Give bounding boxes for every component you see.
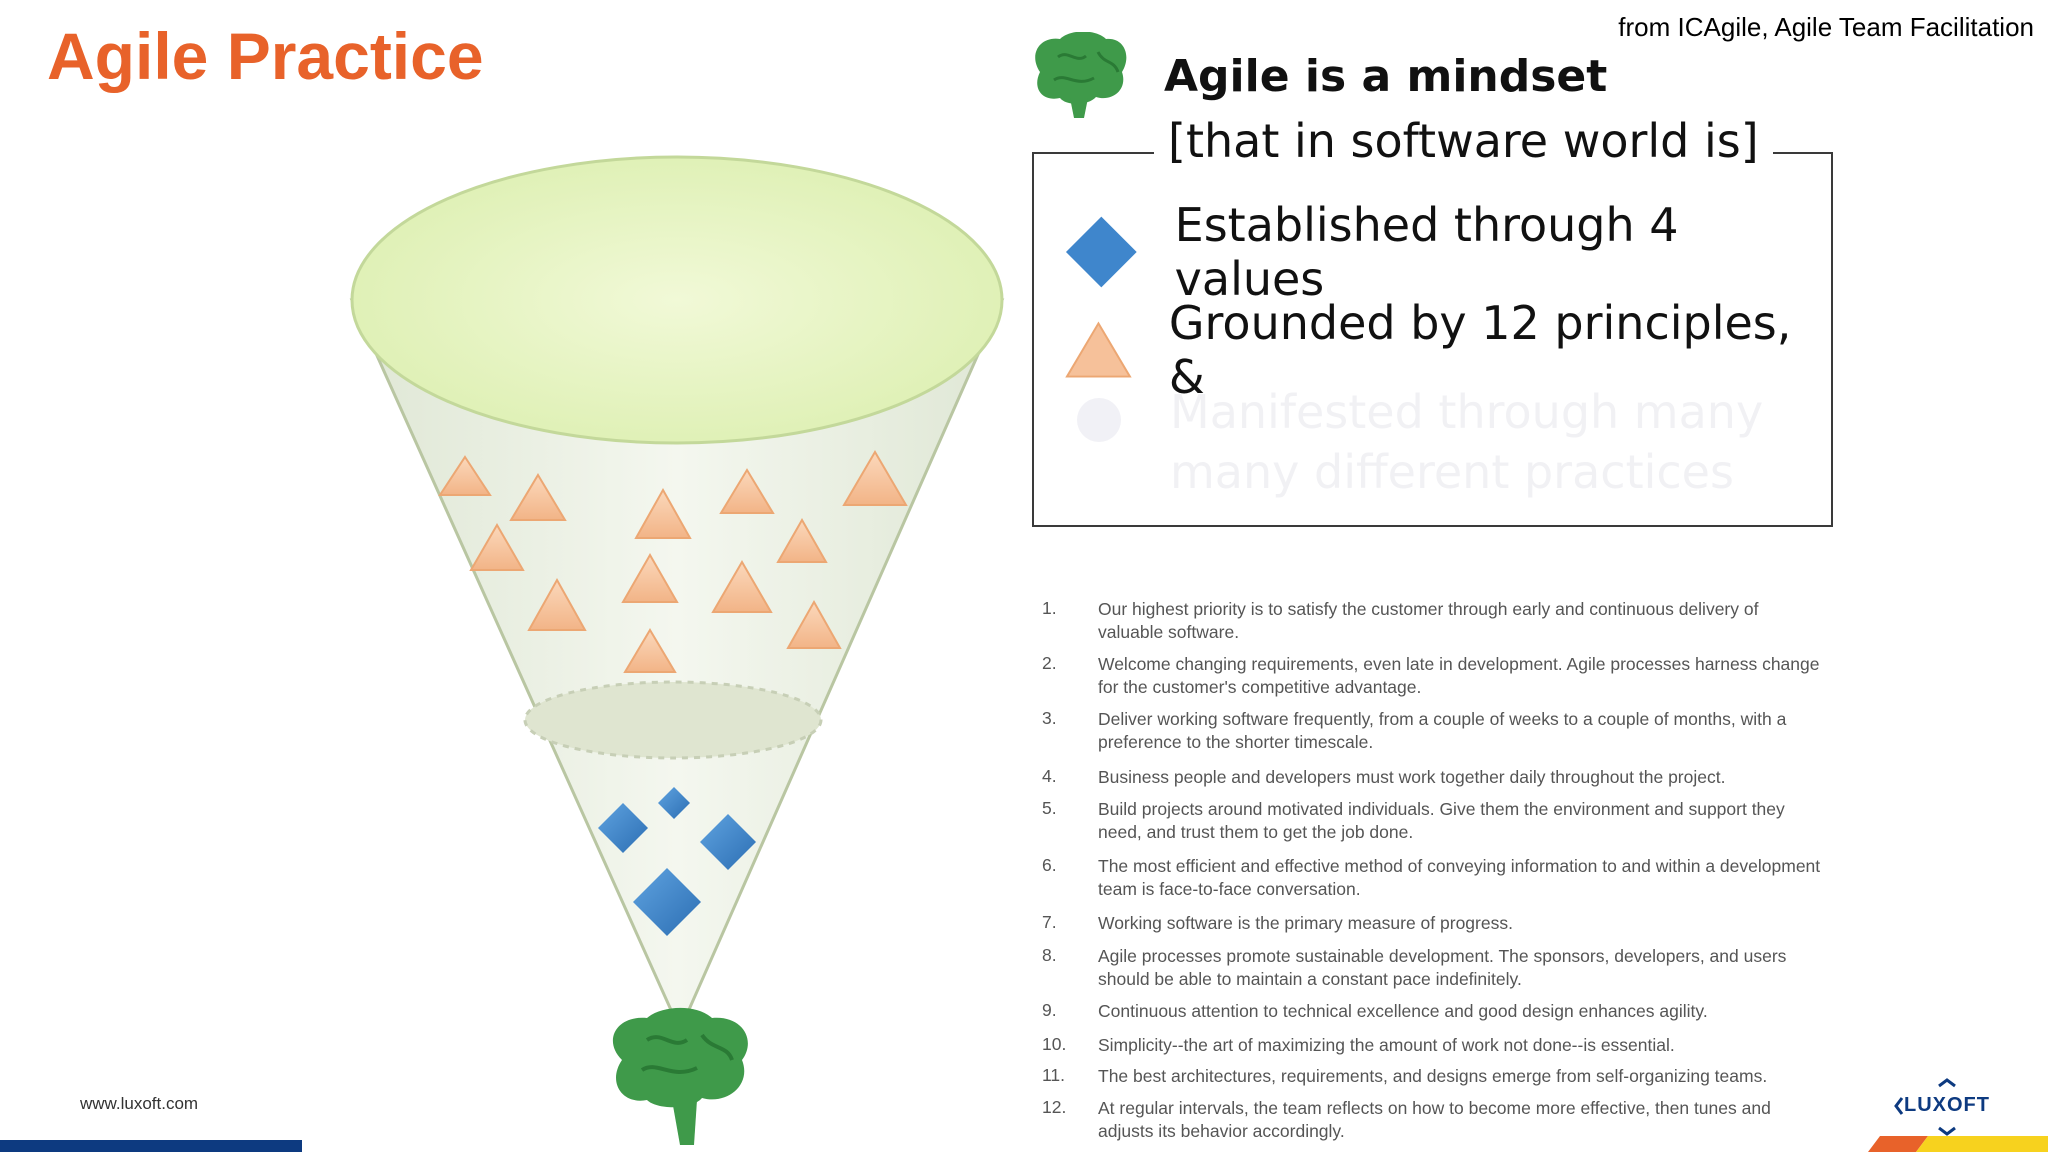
diamond-icon [658,787,690,819]
list-item: 5.Build projects around motivated indivi… [1042,798,1785,842]
logo-text: LUXOFT [1904,1094,1990,1116]
list-item: 11.The best architectures, requirements,… [1042,1065,1768,1086]
principles-triangles [438,450,908,673]
funnel-middle-ring [523,680,823,760]
footer-url: www.luxoft.com [80,1094,199,1113]
luxoft-logo: LUXOFT [1892,1078,2002,1138]
list-item: 4.Business people and developers must wo… [1042,766,1726,787]
logo-chevrons-icon [1894,1078,1956,1136]
diamond-icon [1065,216,1137,288]
triangle-icon [842,450,908,506]
triangle-icon [469,523,525,571]
list-item: 3.Deliver working software frequently, f… [1042,708,1787,752]
corner-decoration [1868,1136,2048,1152]
source-note: from ICAgile, Agile Team Facilitation [1618,12,2034,42]
faded-circle-icon [1077,398,1121,442]
funnel-opening [350,155,1004,445]
triangle-icon [621,552,679,603]
funnel-graphic [349,155,1005,1145]
list-item: 2.Welcome changing requirements, even la… [1042,653,1820,697]
principles-text: Grounded by 12 principles, & [1168,296,1792,404]
definition-box-caption: [that in software world is] [1154,114,1773,168]
principles-row: Grounded by 12 principles, & [1064,296,1831,404]
values-diamonds [598,787,756,936]
mindset-definition-box: [that in software world is] Established … [1032,114,1833,527]
practices-row: Manifested through many many different p… [1064,382,1763,502]
brain-icon [1035,32,1127,118]
brain-icon [612,1007,748,1145]
funnel-illustration [340,150,1020,1152]
triangle-icon [623,628,677,673]
list-item: 7.Working software is the primary measur… [1042,912,1513,933]
slide-title: Agile Practice [47,19,484,93]
triangle-icon [634,487,692,539]
list-item: 1.Our highest priority is to satisfy the… [1042,598,1759,642]
diamond-icon [700,814,756,870]
diamond-icon [633,868,701,936]
list-item: 6.The most efficient and effective metho… [1042,855,1821,899]
values-text: Established through 4 values [1174,198,1679,306]
practices-text: Manifested through many many different p… [1170,385,1764,499]
list-item: 9.Continuous attention to technical exce… [1042,1000,1708,1021]
triangle-icon [1065,321,1132,378]
triangle-icon [786,599,842,649]
list-item: 8.Agile processes promote sustainable de… [1042,945,1787,989]
triangle-icon [711,560,773,613]
footer-bar [0,1140,302,1152]
triangle-icon [776,517,828,563]
triangle-icon [438,455,492,496]
mindset-heading: Agile is a mindset [1028,32,1607,120]
mindset-heading-text: Agile is a mindset [1164,50,1608,102]
list-item: 12.At regular intervals, the team reflec… [1042,1097,1771,1141]
list-item: 10.Simplicity--the art of maximizing the… [1042,1034,1675,1055]
values-row: Established through 4 values [1064,198,1831,306]
triangle-icon [527,577,587,631]
diamond-icon [598,803,648,853]
triangle-icon [719,468,775,514]
triangle-icon [509,473,567,521]
